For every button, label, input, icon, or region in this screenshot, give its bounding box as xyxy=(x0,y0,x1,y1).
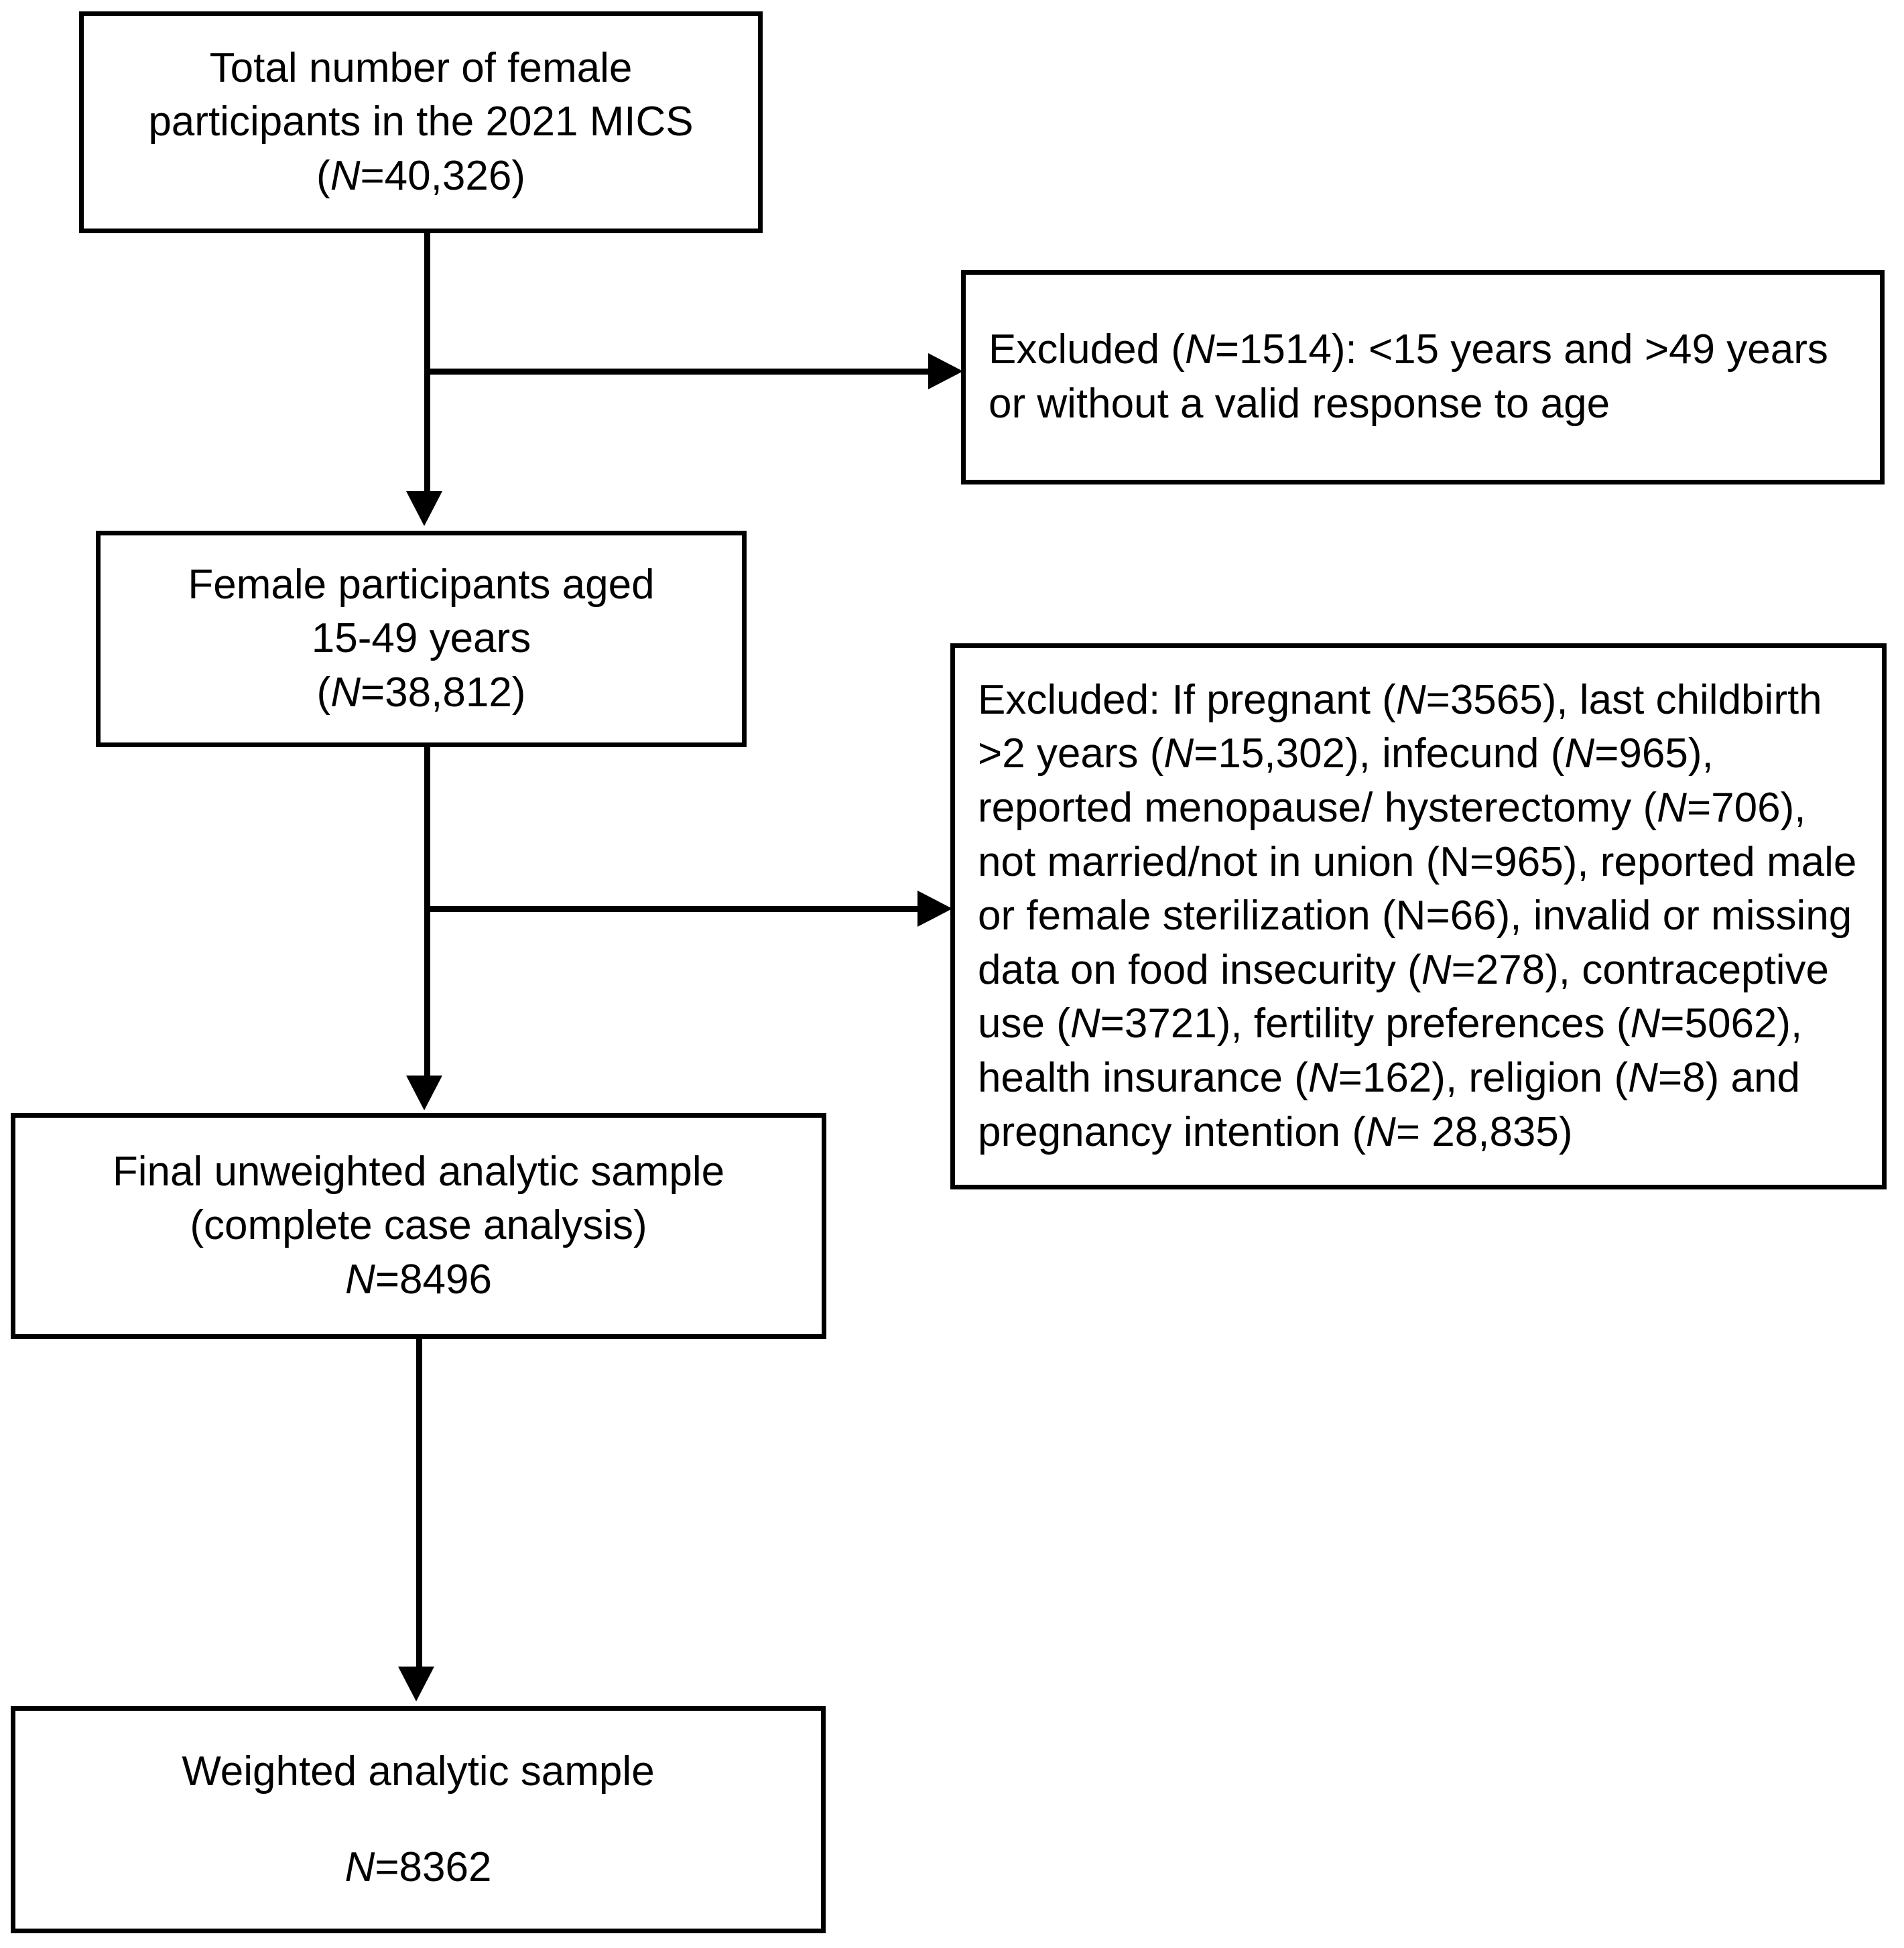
excl2-seg-3: N xyxy=(1163,730,1194,777)
box-total-participants-count: (N=40,326) xyxy=(316,149,525,204)
n-value: =40,326) xyxy=(360,152,525,199)
n-symbol: N xyxy=(330,669,361,716)
box-aged-participants-line-1: Female participants aged xyxy=(188,561,655,608)
excl2-seg-11: N xyxy=(1070,1000,1100,1047)
box-weighted-sample-spacer xyxy=(412,1799,424,1841)
excl2-seg-14: =5062), health insurance ( xyxy=(978,1000,1803,1101)
connector-box2-to-exclusion2 xyxy=(424,906,930,912)
n-symbol: N xyxy=(330,152,361,199)
box-unweighted-sample-line-1: Final unweighted analytic sample xyxy=(112,1148,725,1195)
exclusion-age-seg-0: Excluded ( xyxy=(989,326,1185,373)
excl2-seg-0: Excluded: If pregnant ( xyxy=(978,676,1396,723)
excl2-seg-7: N xyxy=(1657,785,1687,832)
excl2-seg-9: N xyxy=(1421,946,1452,993)
excl2-seg-15: N xyxy=(1308,1054,1338,1101)
n-value: =38,812) xyxy=(360,669,526,716)
excl2-seg-10: =278), contraceptive use ( xyxy=(978,946,1830,1047)
connector-box3-to-box4 xyxy=(416,1339,422,1670)
box-total-participants-line-1: Total number of female xyxy=(209,44,633,91)
n-symbol: N xyxy=(344,1843,375,1890)
box-weighted-sample-line-1: Weighted analytic sample xyxy=(182,1748,655,1795)
arrowhead-box3-to-box4 xyxy=(398,1667,434,1701)
excl2-seg-6: =965), reported menopause/ hysterectomy … xyxy=(978,730,1714,832)
excl2-seg-2: =3565), last childbirth >2 years ( xyxy=(978,676,1822,777)
excl2-seg-13: N xyxy=(1630,1000,1661,1047)
excl2-seg-18: =8) and pregnancy intention ( xyxy=(978,1054,1800,1155)
box-total-participants-line-2: participants in the 2021 MICS xyxy=(148,99,694,145)
box-exclusion-eligibility: Excluded: If pregnant (N=3565), last chi… xyxy=(950,643,1887,1189)
box-aged-participants: Female participants aged 15-49 years (N=… xyxy=(96,531,747,747)
excl2-seg-8: =706), not married/not in union (N=965),… xyxy=(978,785,1857,993)
exclusion-age-seg-1: N xyxy=(1184,326,1215,373)
arrowhead-box1-to-box2 xyxy=(406,491,442,526)
box-weighted-sample: Weighted analytic sample N=8362 xyxy=(11,1706,826,1933)
box-weighted-sample-count: N=8362 xyxy=(345,1841,492,1895)
excl2-seg-19: N xyxy=(1366,1108,1396,1155)
excl2-seg-12: =3721), fertility preferences ( xyxy=(1100,1000,1631,1047)
connector-box1-to-box2 xyxy=(424,233,430,495)
exclusion-age-seg-2: =1514): <15 years and >49 years or witho… xyxy=(989,326,1828,427)
excl2-seg-17: N xyxy=(1628,1054,1658,1101)
box-unweighted-sample-count: N=8496 xyxy=(345,1253,492,1307)
box-unweighted-sample: Final unweighted analytic sample (comple… xyxy=(11,1113,826,1339)
n-value: =8362 xyxy=(375,1843,492,1890)
arrowhead-box2-to-box3 xyxy=(406,1076,442,1110)
box-aged-participants-count: (N=38,812) xyxy=(317,666,526,720)
box-exclusion-age-text: Excluded (N=1514): <15 years and >49 yea… xyxy=(966,323,1880,431)
arrowhead-box2-to-exclusion2 xyxy=(917,891,952,927)
excl2-seg-5: N xyxy=(1564,730,1595,777)
box-exclusion-eligibility-text: Excluded: If pregnant (N=3565), last chi… xyxy=(955,673,1882,1159)
connector-box1-to-exclusion1 xyxy=(424,369,940,375)
box-exclusion-age: Excluded (N=1514): <15 years and >49 yea… xyxy=(961,270,1885,484)
box-total-participants: Total number of female participants in t… xyxy=(79,11,763,233)
excl2-seg-1: N xyxy=(1395,676,1426,723)
n-symbol: N xyxy=(345,1256,375,1303)
paren-open: ( xyxy=(316,152,330,199)
box-aged-participants-line-2: 15-49 years xyxy=(311,615,531,662)
excl2-seg-16: =162), religion ( xyxy=(1338,1054,1629,1101)
connector-box2-to-box3 xyxy=(424,747,430,1079)
excl2-seg-20: = 28,835) xyxy=(1395,1108,1573,1155)
n-value: =8496 xyxy=(375,1256,492,1303)
box-unweighted-sample-line-2: (complete case analysis) xyxy=(190,1202,647,1249)
excl2-seg-4: =15,302), infecund ( xyxy=(1194,730,1565,777)
arrowhead-box1-to-exclusion1 xyxy=(928,353,963,389)
paren-open: ( xyxy=(316,669,331,716)
